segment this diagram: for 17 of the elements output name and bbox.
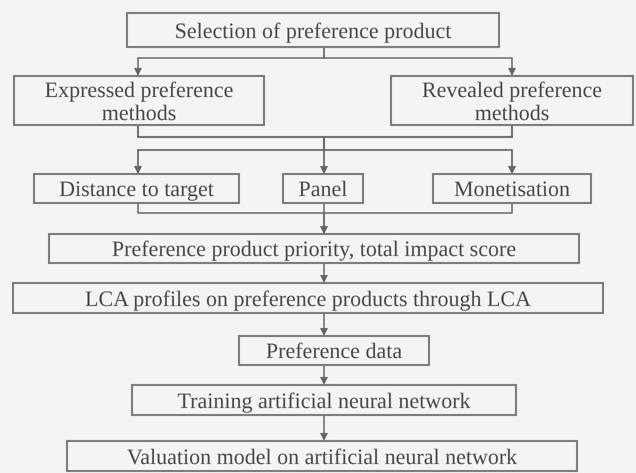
arrow [320, 366, 328, 385]
process-box: Selection of preference product [126, 12, 500, 48]
process-box: Revealed preference methods [390, 75, 634, 126]
arrow [320, 314, 328, 336]
process-box: Expressed preference methods [13, 75, 265, 126]
arrow [320, 264, 328, 283]
process-box: LCA profiles on preference products through LCA [12, 282, 604, 314]
process-box: Distance to target [33, 173, 240, 204]
process-box: Training artificial neural network [131, 384, 517, 416]
process-box: Preference data [238, 335, 430, 366]
arrow [323, 48, 516, 76]
process-box: Panel [282, 173, 364, 204]
arrow [320, 416, 328, 441]
process-box: Monetisation [432, 173, 592, 204]
process-box: Valuation model on artificial neural network [66, 440, 578, 472]
arrow [320, 204, 513, 234]
process-box: Preference product priority, total impact score [48, 233, 580, 264]
